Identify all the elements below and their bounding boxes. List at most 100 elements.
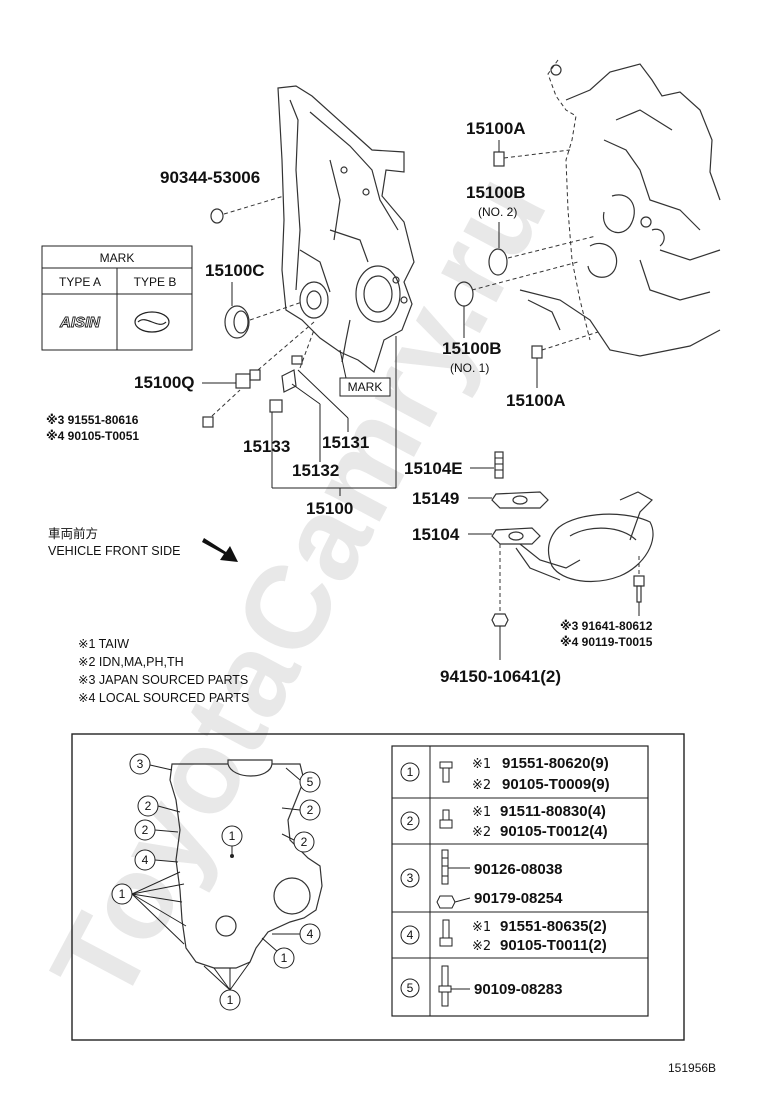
valve-15100Q-drawing xyxy=(235,321,315,389)
mark-table-type-a: TYPE A xyxy=(59,275,101,289)
short-bolt-icon xyxy=(439,809,453,829)
oil-seal-15100C-drawing xyxy=(224,301,303,339)
bolt-91641-80612-drawing xyxy=(633,556,645,616)
bolt-table-row-number-circle xyxy=(400,811,420,831)
callout-number: 1 xyxy=(119,887,126,901)
bolt-table-part-number: 90179-08254 xyxy=(474,890,563,907)
callout-number: 3 xyxy=(137,757,144,771)
callout-number: 4 xyxy=(307,927,314,941)
vehicle-front-jp: 車両前方 xyxy=(48,526,98,541)
bolt-table-row-number-circle xyxy=(400,978,420,998)
bolt-table-part-number: 91551-80635(2) xyxy=(500,918,607,935)
oring-15100B-no2-drawing xyxy=(488,235,597,276)
callout-circle-5 xyxy=(299,771,321,793)
callout-circle-3 xyxy=(129,753,151,775)
bolt-table-part-number: 91511-80830(4) xyxy=(500,803,606,820)
bolt-table-row-number: 1 xyxy=(407,765,414,779)
note-4: ※4 LOCAL SOURCED PARTS xyxy=(78,691,249,705)
bolt-table-part-number: 90126-08038 xyxy=(474,861,562,878)
long-bolt-icon xyxy=(439,919,453,947)
bolt-table-mark: ※2 xyxy=(472,939,491,954)
callout-circle-4 xyxy=(299,923,321,945)
note-2: ※2 IDN,MA,PH,TH xyxy=(78,655,184,669)
bolt-table-mark: ※2 xyxy=(472,778,491,793)
callout-number: 5 xyxy=(307,775,314,789)
bolt-91551-80616-drawing xyxy=(202,389,241,428)
label-90344-53006: 90344-53006 xyxy=(160,168,260,187)
label-94150-10641: 94150-10641(2) xyxy=(440,667,561,686)
bolt-table-row-number: 2 xyxy=(407,814,414,828)
note-3: ※3 JAPAN SOURCED PARTS xyxy=(78,673,248,687)
engine-block-drawing xyxy=(519,59,721,357)
label-15149: 15149 xyxy=(412,489,459,508)
outline-callouts: 3 5 2 2 2 2 4 1 1 4 1 xyxy=(111,753,321,1011)
label-15132: 15132 xyxy=(292,461,339,480)
callout-circle-2 xyxy=(293,831,315,853)
mark-table: MARK TYPE A TYPE B AISIN xyxy=(41,245,193,351)
bolt-table-part-number: 90105-T0012(4) xyxy=(500,823,608,840)
bolt-table-row-number-circle xyxy=(400,925,420,945)
vehicle-front-en: VEHICLE FRONT SIDE xyxy=(48,544,180,558)
callout-number: 4 xyxy=(142,853,149,867)
vehicle-front-arrow-icon xyxy=(202,538,238,562)
dowel-15100A-bottom-drawing xyxy=(531,331,599,359)
note-1: ※1 TAIW xyxy=(78,637,129,651)
bolt-table-row-number: 3 xyxy=(407,871,414,885)
callout-circle-1 xyxy=(111,883,133,905)
callout-number: 2 xyxy=(301,835,308,849)
bolt-table-row-number: 4 xyxy=(407,928,414,942)
callout-circle-4 xyxy=(134,849,156,871)
callout-circle-2 xyxy=(137,795,159,817)
callout-number: 2 xyxy=(307,803,314,817)
aisin-logo: AISIN xyxy=(59,314,101,331)
bolt-table-part-number: 90105-T0009(9) xyxy=(502,776,610,793)
stud-bolt-icon xyxy=(438,965,452,1007)
label-15100A-bottom: 15100A xyxy=(506,391,566,410)
label-90105-T0051: ※4 90105-T0051 xyxy=(46,429,139,443)
bolt-layout-frame xyxy=(71,733,685,1041)
bolt-table: 1 ※1 91551-80620(9) ※2 90105-T0009(9) 2 … xyxy=(391,745,649,1017)
label-90119-T0015: ※4 90119-T0015 xyxy=(560,635,653,649)
stud-bolt-icon xyxy=(441,849,449,885)
label-91641-80612: ※3 91641-80612 xyxy=(560,619,653,633)
bolt-table-row-number-circle xyxy=(400,868,420,888)
bolt-table-part-number: 91551-80620(9) xyxy=(502,755,609,772)
part-group-bracket xyxy=(271,336,397,496)
gasket-15149-drawing xyxy=(491,491,549,509)
label-15133: 15133 xyxy=(243,437,290,456)
label-15100A-top: 15100A xyxy=(466,119,526,138)
mark-callout-label: MARK xyxy=(348,380,383,394)
callout-number: 1 xyxy=(281,951,288,965)
nut-icon xyxy=(436,895,456,909)
label-15100C: 15100C xyxy=(205,261,265,280)
type-b-logo-icon xyxy=(134,311,170,333)
cover-outline-drawing xyxy=(169,759,323,969)
nut-94150-drawing xyxy=(491,613,509,660)
callout-number: 1 xyxy=(229,829,236,843)
flange-bolt-icon xyxy=(439,761,453,783)
callout-number: 2 xyxy=(142,823,149,837)
callout-circle-1 xyxy=(219,989,241,1011)
callout-circle-2 xyxy=(299,799,321,821)
label-15131: 15131 xyxy=(322,433,369,452)
bolt-table-mark: ※1 xyxy=(472,805,491,820)
callout-circle-1 xyxy=(221,825,243,847)
callout-circle-2 xyxy=(134,819,156,841)
mark-table-header: MARK xyxy=(100,251,135,265)
callout-number: 1 xyxy=(227,993,234,1007)
dowel-15100A-top-drawing xyxy=(493,149,571,167)
label-91551-80616: ※3 91551-80616 xyxy=(46,413,139,427)
bolt-table-mark: ※1 xyxy=(472,920,491,935)
bolt-table-part-number: 90109-08283 xyxy=(474,981,562,998)
label-15100B-top-sub: (NO. 2) xyxy=(478,205,517,219)
bolt-table-part-number: 90105-T0011(2) xyxy=(500,937,607,954)
mark-table-type-b: TYPE B xyxy=(134,275,177,289)
label-15100B-bottom-sub: (NO. 1) xyxy=(450,361,489,375)
label-15100B-bottom: 15100B xyxy=(442,339,502,358)
oil-strainer-15104-drawing xyxy=(491,491,654,612)
mark-callout-box xyxy=(339,377,391,397)
timing-cover-drawing xyxy=(277,85,415,373)
callout-number: 2 xyxy=(145,799,152,813)
bolt-table-mark: ※1 xyxy=(472,757,491,772)
